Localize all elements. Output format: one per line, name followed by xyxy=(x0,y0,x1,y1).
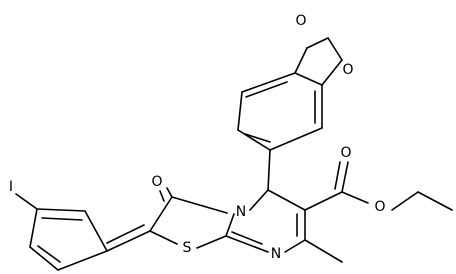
bond xyxy=(249,189,269,211)
atom-n-imine: N xyxy=(271,246,281,262)
atom-i: I xyxy=(9,179,13,195)
bond xyxy=(84,210,108,252)
bond xyxy=(417,191,453,211)
bond xyxy=(37,245,61,263)
atom-o-ester: O xyxy=(374,199,385,215)
bond xyxy=(225,235,269,253)
bond xyxy=(267,189,306,211)
bond xyxy=(294,72,323,86)
bond xyxy=(391,191,419,211)
bond xyxy=(159,190,165,202)
bond xyxy=(225,213,235,237)
bond xyxy=(334,161,341,190)
bond xyxy=(241,72,296,93)
bond xyxy=(341,161,349,193)
bond xyxy=(304,239,343,263)
bond xyxy=(304,191,343,211)
atom-labels: O O O O O N N S I xyxy=(9,13,386,262)
bond xyxy=(171,196,228,214)
bond xyxy=(106,224,145,244)
atom-s: S xyxy=(183,240,192,256)
bond xyxy=(269,127,323,151)
bond xyxy=(106,230,151,252)
atom-n-ring: N xyxy=(236,204,246,220)
bonds xyxy=(15,37,453,271)
atom-o-top-right: O xyxy=(342,62,353,78)
bond xyxy=(245,81,288,98)
atom-o-top-left: O xyxy=(295,13,306,29)
bond xyxy=(306,37,329,49)
bond xyxy=(294,47,308,74)
bond xyxy=(237,129,271,151)
bond xyxy=(41,217,83,221)
bond xyxy=(327,37,343,61)
bond xyxy=(244,133,271,143)
bond xyxy=(29,246,59,271)
bond xyxy=(321,59,343,86)
bond xyxy=(57,250,108,271)
bond xyxy=(196,235,227,249)
atom-o-carbonyl: O xyxy=(151,174,162,190)
atom-o-ester-carbonyl: O xyxy=(340,145,351,161)
bond xyxy=(166,187,173,198)
bond xyxy=(149,196,173,232)
bond xyxy=(36,208,86,212)
bond xyxy=(15,193,38,210)
bond xyxy=(341,191,369,204)
bond xyxy=(231,231,263,245)
bond xyxy=(29,208,38,248)
bond xyxy=(237,91,243,131)
bond xyxy=(267,149,271,191)
bond xyxy=(284,239,306,253)
bond xyxy=(149,230,178,245)
